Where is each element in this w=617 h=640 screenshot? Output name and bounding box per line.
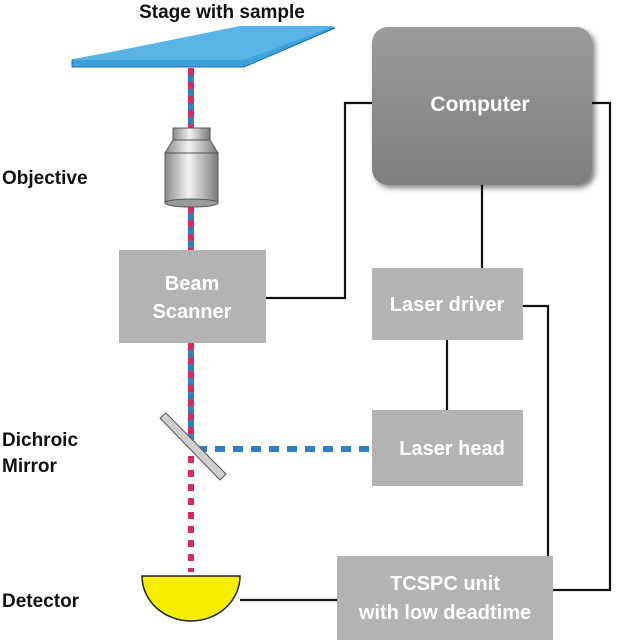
laser-head-box — [372, 410, 523, 486]
tcspc-label-1: TCSPC unit — [390, 573, 500, 595]
wire-scanner-computer — [266, 101, 372, 300]
wire-laser-driver-tcspc — [523, 304, 550, 556]
beam-scanner-label-1: Beam — [165, 273, 219, 295]
detector-icon — [141, 575, 241, 622]
objective-lens-icon — [164, 127, 219, 208]
detector-label: Detector — [2, 591, 80, 612]
stage-label: Stage with sample — [139, 2, 305, 23]
beam-scanner-label-2: Scanner — [153, 301, 232, 323]
laser-driver-label: Laser driver — [390, 294, 505, 316]
dichroic-label-2: Mirror — [2, 456, 58, 477]
dichroic-mirror-icon — [159, 412, 227, 481]
beam-path — [188, 68, 372, 572]
computer-box — [372, 27, 592, 185]
laser-head-label: Laser head — [399, 438, 505, 460]
tcspc-label-2: with low deadtime — [358, 602, 531, 624]
computer-label: Computer — [430, 93, 529, 116]
wires — [240, 101, 612, 602]
tcspc-box — [337, 556, 553, 640]
sample-stage-top — [72, 26, 335, 60]
wire-computer-tcspc — [553, 101, 612, 592]
dichroic-label-1: Dichroic — [2, 430, 78, 451]
beam-scanner-box — [119, 250, 266, 343]
laser-driver-box — [372, 268, 523, 340]
objective-label: Objective — [2, 168, 88, 189]
